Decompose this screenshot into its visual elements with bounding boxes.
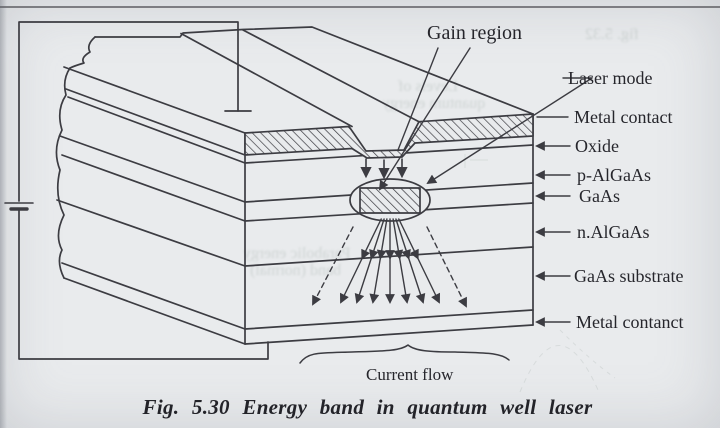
figure-caption: Fig. 5.30 Energy band in quantum well la… xyxy=(142,395,593,419)
stripe-current-arrows xyxy=(360,158,408,180)
spread-boundary-dashed xyxy=(312,226,354,306)
current-flow-brace xyxy=(299,344,510,364)
bottom-edge xyxy=(244,324,534,345)
chip-side-face xyxy=(55,66,246,345)
metal-contact-bottom-label: Metal contanct xyxy=(576,312,684,332)
p-algaas-label: p-AlGaAs xyxy=(577,165,651,185)
gain-region-arrow xyxy=(378,47,471,191)
metal-contact-hatch xyxy=(244,113,534,159)
n-algaas-label: n.AlGaAs xyxy=(577,222,650,242)
laser-mode-label: Laser mode xyxy=(568,68,653,88)
page-edge-shadow xyxy=(0,0,7,428)
label-leaders xyxy=(378,47,593,327)
battery-icon xyxy=(4,202,34,211)
page-top-rule xyxy=(0,6,720,8)
stripe-ridge-line xyxy=(180,32,353,128)
bleed-through-curves xyxy=(464,154,616,393)
oxide-label: Oxide xyxy=(575,136,619,156)
gain-region-label: Gain region xyxy=(427,22,522,44)
torn-edge-side xyxy=(55,67,71,279)
n-algaas-line xyxy=(244,246,534,267)
current-flow-label: Current flow xyxy=(366,365,454,384)
laser-mode-arrow xyxy=(426,77,593,185)
spread-boundary-dashed xyxy=(426,226,467,308)
metal-contact-top-label: Metal contact xyxy=(574,107,673,127)
current-spread-fan xyxy=(312,218,467,308)
gaas-label: GaAs xyxy=(579,186,620,206)
torn-edge-top xyxy=(69,36,96,69)
gain-region-rect xyxy=(359,187,421,214)
gaas-substrate-label: GaAs substrate xyxy=(574,266,684,286)
gain-region-leader xyxy=(397,47,439,151)
bias-circuit-wire xyxy=(18,21,269,360)
substrate-line xyxy=(244,309,534,330)
chip-top-face xyxy=(69,26,534,128)
stripe-ridge-line xyxy=(242,29,420,123)
